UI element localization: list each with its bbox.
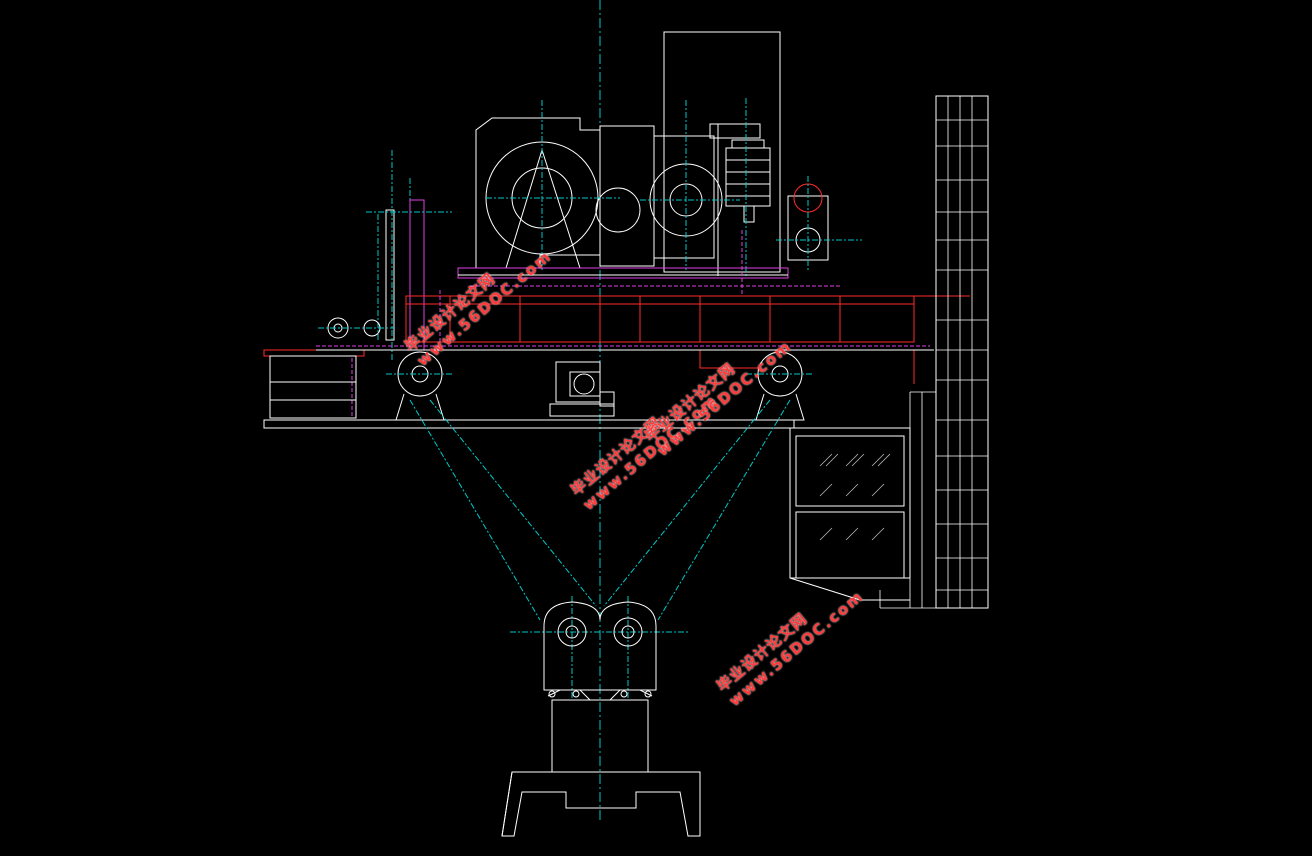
building-column	[935, 95, 989, 609]
operator-cab	[789, 427, 911, 579]
reducer-block	[599, 125, 655, 267]
trolley-frame	[405, 295, 915, 343]
motor-frame	[653, 135, 715, 259]
rope-right-inner	[603, 399, 771, 607]
upper-housing	[663, 31, 781, 273]
grab-jaws	[501, 771, 701, 837]
grab-sheave-right	[613, 617, 643, 647]
deck-beam	[263, 419, 795, 429]
rope-right-outer	[657, 399, 791, 621]
motor	[725, 147, 771, 207]
rope-left-inner	[429, 399, 597, 607]
left-guide-rod	[385, 209, 395, 341]
gear-wheel-small	[595, 187, 641, 233]
reducer-base	[457, 267, 789, 279]
sheave-block	[543, 601, 657, 691]
grab-sheave-left	[557, 617, 587, 647]
rope-left-outer	[409, 399, 541, 621]
